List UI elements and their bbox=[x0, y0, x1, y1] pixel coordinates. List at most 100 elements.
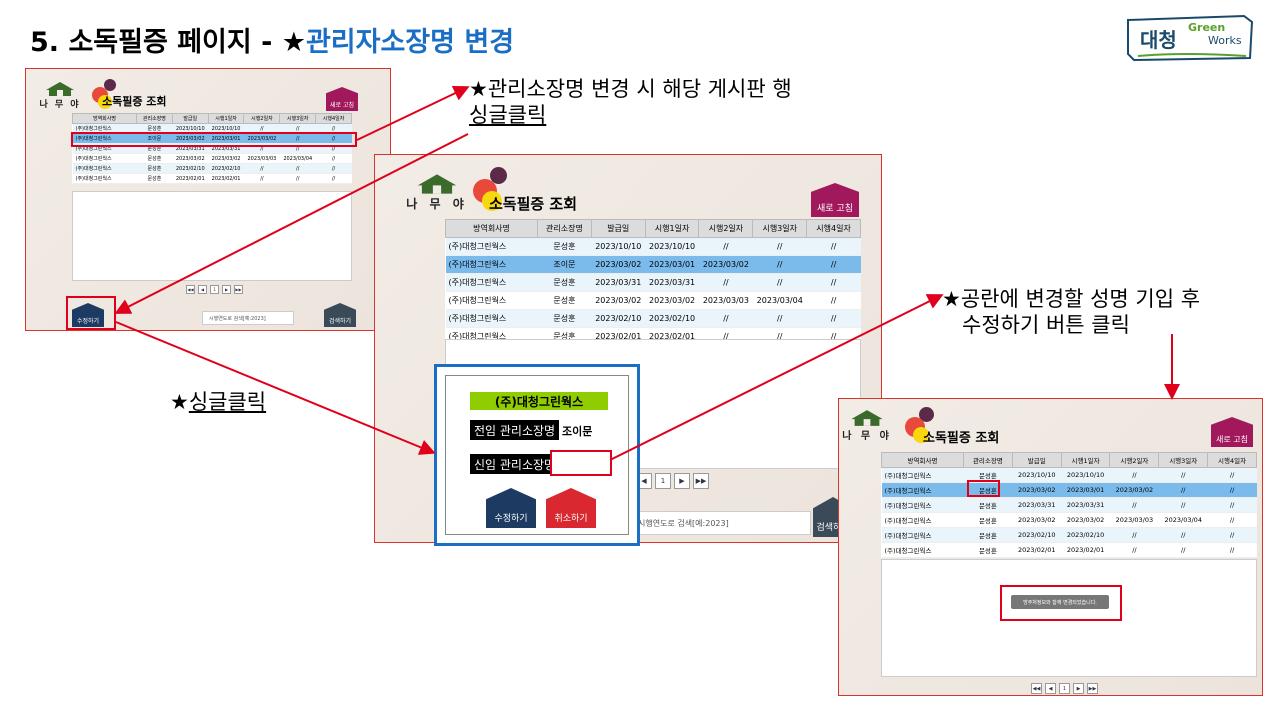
table-cell: // bbox=[1207, 497, 1257, 513]
table-cell: 문성훈 bbox=[136, 143, 173, 154]
search-input[interactable]: 시행연도로 검색[예:2023] bbox=[631, 511, 811, 535]
table-cell: 조이문 bbox=[537, 255, 592, 274]
logo-frame-icon bbox=[1127, 14, 1254, 62]
column-header[interactable]: 시행1일자 bbox=[644, 219, 700, 238]
table-cell: // bbox=[1158, 542, 1208, 558]
column-header[interactable]: 시행2일자 bbox=[1109, 452, 1160, 468]
arrow-note-to-edit bbox=[114, 133, 469, 314]
pagination: ◀◀◀1▶▶▶ bbox=[1031, 683, 1098, 694]
column-header[interactable]: 발급일 bbox=[1011, 452, 1062, 468]
column-header[interactable]: 시행4일자 bbox=[806, 219, 861, 238]
pager-button[interactable]: ▶▶ bbox=[693, 473, 709, 489]
dialog-company: (주)대청그린웍스 bbox=[470, 392, 608, 410]
table-cell: 문성훈 bbox=[963, 482, 1013, 498]
logo-works: Works bbox=[1208, 34, 1242, 47]
table-cell: // bbox=[752, 309, 807, 328]
pager-button[interactable]: ▶ bbox=[222, 285, 231, 294]
pager-button[interactable]: ▶▶ bbox=[234, 285, 243, 294]
column-header[interactable]: 관리소장명 bbox=[537, 219, 592, 238]
new-manager-input[interactable] bbox=[550, 450, 612, 476]
column-header[interactable]: 시행2일자 bbox=[698, 219, 754, 238]
note-enter-line1: ★공란에 변경할 성명 기입 후 bbox=[942, 287, 1201, 311]
table-cell: // bbox=[1158, 497, 1208, 513]
table-cell: // bbox=[1207, 527, 1257, 543]
pager-button[interactable]: ◀ bbox=[1045, 683, 1056, 694]
table-cell: 2023/02/01 bbox=[1061, 542, 1110, 558]
pager-button[interactable]: 1 bbox=[1059, 683, 1070, 694]
table-cell: 2023/03/02 bbox=[1012, 512, 1062, 528]
column-header[interactable]: 시행1일자 bbox=[1060, 452, 1111, 468]
table-cell: 2023/02/10 bbox=[591, 309, 646, 328]
pager-button[interactable]: ◀◀ bbox=[1031, 683, 1042, 694]
note-single-text: 싱글클릭 bbox=[188, 390, 267, 414]
prev-manager-value: 조이문 bbox=[562, 425, 593, 438]
table-cell: // bbox=[1109, 542, 1159, 558]
column-header[interactable]: 시행4일자 bbox=[1207, 452, 1257, 468]
decor-dots bbox=[473, 167, 517, 211]
table-cell: 2023/03/01 bbox=[208, 133, 244, 144]
refresh-label: 새로 고침 bbox=[817, 204, 853, 214]
column-header[interactable]: 시행3일자 bbox=[1158, 452, 1209, 468]
search-placeholder: 시행연도로 검색[예:2023] bbox=[638, 518, 729, 528]
pager-button[interactable]: 1 bbox=[655, 473, 671, 489]
table-cell: // bbox=[752, 255, 807, 274]
table-cell: (주)대청그린웍스 bbox=[881, 497, 964, 513]
table-cell: // bbox=[279, 133, 316, 144]
table-cell: 2023/02/10 bbox=[208, 163, 244, 174]
table-cell: (주)대청그린웍스 bbox=[445, 291, 538, 310]
column-header[interactable]: 발급일 bbox=[590, 219, 646, 238]
table-cell: // bbox=[279, 143, 316, 154]
pager-button[interactable]: ▶▶ bbox=[1087, 683, 1098, 694]
brand-logo: 나 무 야 bbox=[39, 81, 81, 110]
search-input[interactable]: 시행연도로 검색[예:2023] bbox=[202, 311, 294, 325]
brand-text: 나 무 야 bbox=[406, 197, 468, 211]
column-header[interactable]: 시행4일자 bbox=[315, 113, 352, 124]
column-header[interactable]: 방역회사명 bbox=[881, 452, 964, 468]
table-cell: // bbox=[315, 153, 352, 164]
column-header[interactable]: 관리소장명 bbox=[963, 452, 1013, 468]
pager-button[interactable]: ▶ bbox=[674, 473, 690, 489]
table-cell: 2023/03/31 bbox=[208, 143, 244, 154]
table-cell: (주)대청그린웍스 bbox=[445, 255, 538, 274]
arrow-row-to-note bbox=[356, 85, 470, 141]
dialog-cancel-label: 취소하기 bbox=[554, 514, 588, 524]
pager-button[interactable]: ◀ bbox=[198, 285, 207, 294]
column-header[interactable]: 방역회사명 bbox=[445, 219, 538, 238]
house-logo-icon bbox=[851, 410, 883, 426]
pager-button[interactable]: 1 bbox=[210, 285, 219, 294]
table-cell: 문성훈 bbox=[537, 291, 592, 310]
dialog-edit-label: 수정하기 bbox=[494, 514, 528, 524]
note-star: ★ bbox=[170, 390, 189, 414]
column-header[interactable]: 방역회사명 bbox=[72, 113, 137, 124]
table-cell: 2023/03/02 bbox=[591, 291, 646, 310]
column-header[interactable]: 시행3일자 bbox=[752, 219, 808, 238]
table-cell: (주)대청그린웍스 bbox=[72, 143, 137, 154]
brand-text: 나 무 야 bbox=[39, 100, 81, 110]
search-label: 검색하기 bbox=[816, 523, 850, 533]
pager-button[interactable]: ◀◀ bbox=[186, 285, 195, 294]
pager-button[interactable]: ▶ bbox=[1073, 683, 1084, 694]
table-cell: // bbox=[315, 173, 352, 184]
prev-manager-label: 전임 관리소장명 bbox=[470, 420, 560, 440]
table-cell: 2023/03/02 bbox=[172, 133, 209, 144]
